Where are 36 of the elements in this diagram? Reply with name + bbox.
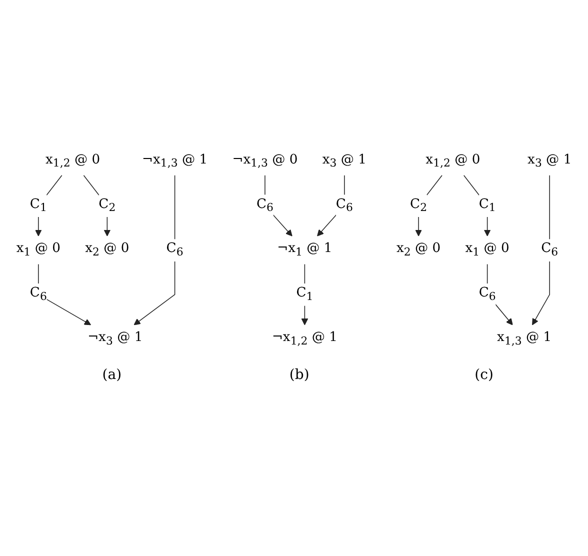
edge-label: C$_{1}$ — [296, 284, 314, 303]
edge-label: C$_{2}$ — [410, 196, 428, 214]
edge-label: C$_{6}$ — [478, 284, 496, 303]
arrow — [463, 174, 491, 236]
node-text: x$_{2}$ @ 0 — [396, 240, 441, 259]
node-text: x$_{1,2}$ @ 0 — [426, 152, 480, 170]
arrow — [83, 174, 111, 236]
subfigure-label: (a) — [102, 366, 122, 383]
edge-label: C$_{2}$ — [98, 196, 116, 214]
edge-label: C$_{1}$ — [30, 196, 47, 214]
edge-label: C$_{6}$ — [336, 196, 353, 214]
node-text: ¬x$_{1,3}$ @ 0 — [232, 152, 298, 170]
node-text: x$_{2}$ @ 0 — [85, 240, 130, 259]
arrow — [35, 174, 62, 236]
edge-label: C$_{1}$ — [478, 196, 496, 214]
node-text: x$_{1}$ @ 0 — [465, 240, 510, 259]
edge-label: C$_{6}$ — [541, 240, 558, 259]
arrow — [301, 264, 308, 326]
node-text: x$_{3}$ @ 1 — [322, 152, 366, 170]
edge-label: C$_{6}$ — [256, 196, 274, 214]
subfigure-label: (c) — [474, 366, 494, 383]
node-text: x$_{1,2}$ @ 0 — [46, 152, 100, 170]
node-text: ¬x$_{1}$ @ 1 — [277, 240, 332, 259]
node-text: ¬x$_{1,3}$ @ 1 — [142, 152, 208, 170]
arrow — [415, 174, 442, 236]
node-text: ¬x$_{3}$ @ 1 — [88, 329, 143, 348]
arrow — [38, 264, 92, 326]
node-text: x$_{3}$ @ 1 — [528, 152, 572, 170]
arrow — [532, 174, 550, 326]
node-text: x$_{1}$ @ 0 — [16, 240, 60, 259]
subfigure-label: (b) — [289, 366, 310, 383]
node-text: x$_{1,3}$ @ 1 — [497, 329, 552, 348]
edge-label: C$_{6}$ — [166, 240, 184, 259]
edge-label: C$_{6}$ — [30, 284, 47, 303]
arrow — [134, 174, 176, 326]
node-text: ¬x$_{1,2}$ @ 1 — [272, 329, 338, 348]
